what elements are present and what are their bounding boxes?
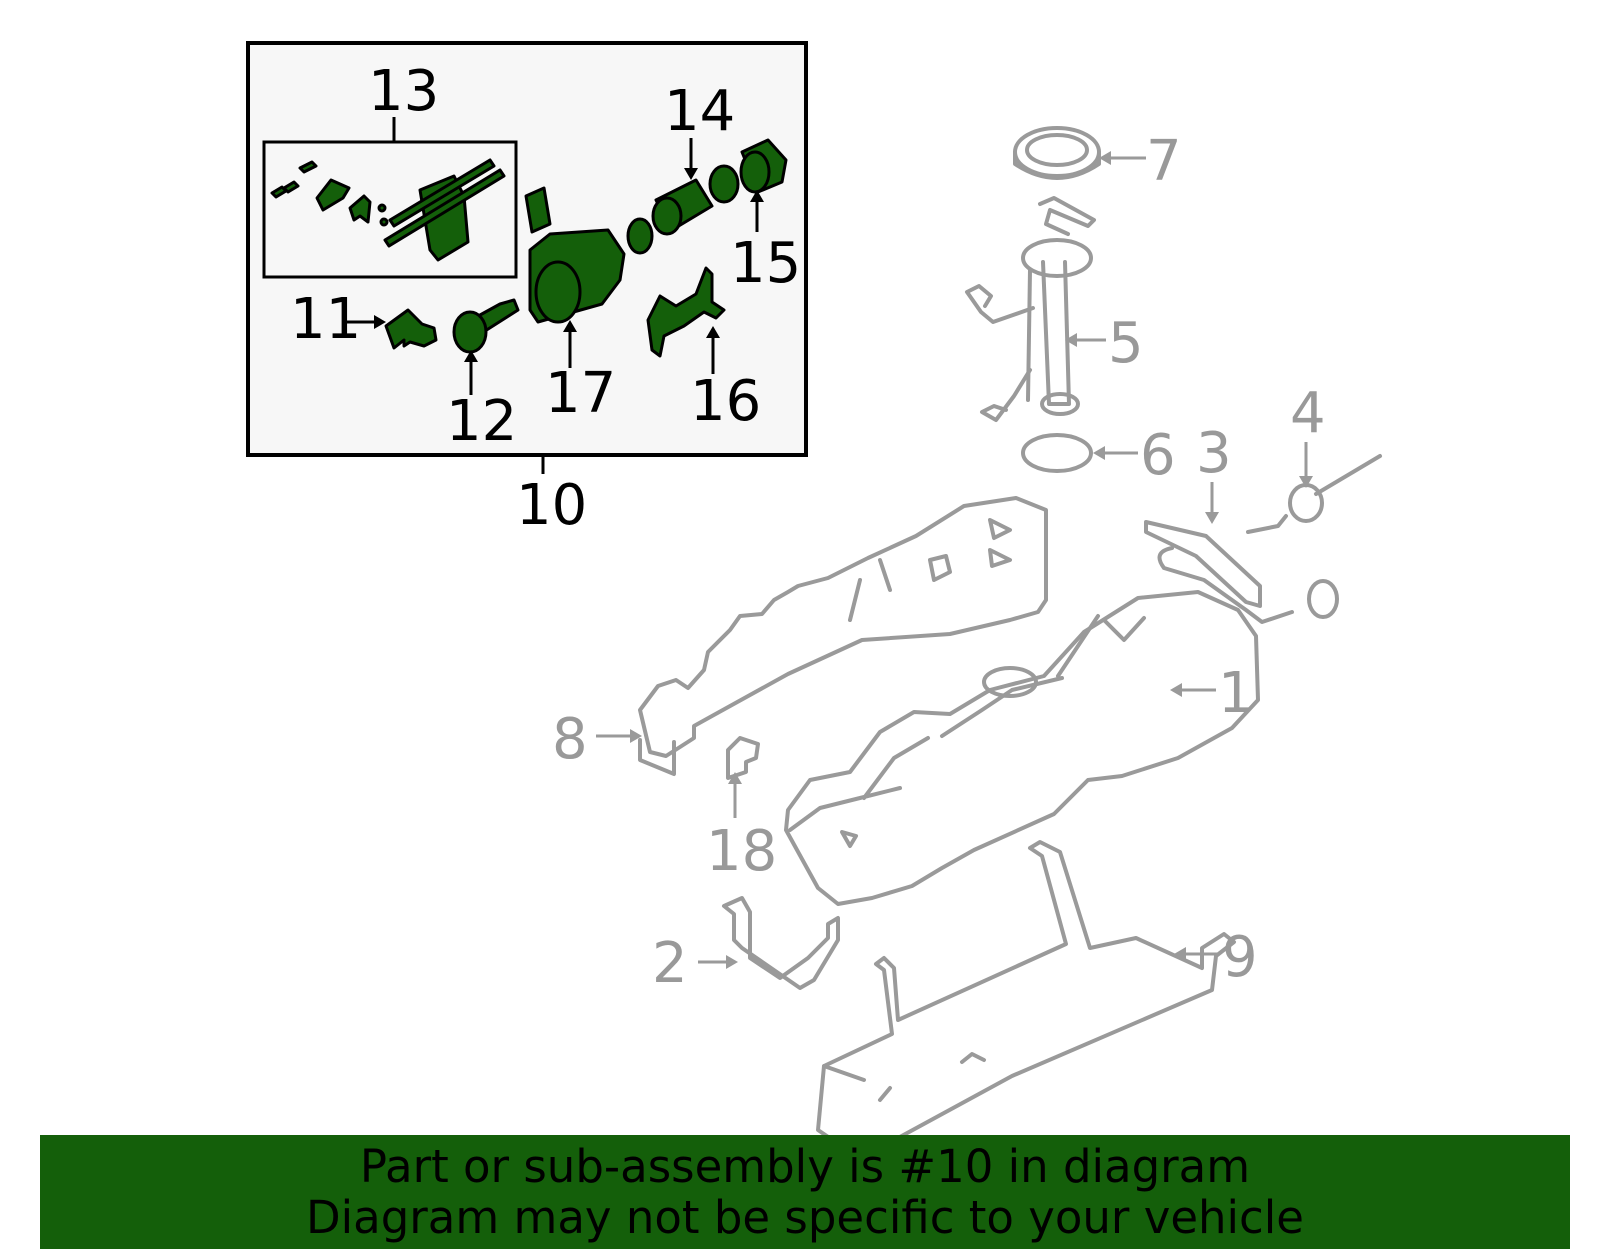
banner-line-1: Part or sub-assembly is #10 in diagram	[359, 1140, 1251, 1193]
part-11-sensor[interactable]	[384, 308, 438, 350]
callout-11: 11	[290, 287, 361, 352]
callout-1: 1	[1218, 661, 1254, 726]
banner-line-2: Diagram may not be specific to your vehi…	[306, 1191, 1304, 1244]
part-13-connector-set[interactable]	[270, 158, 506, 262]
callout-6: 6	[1140, 423, 1176, 488]
callout-4: 4	[1290, 381, 1326, 446]
callout-5: 5	[1108, 311, 1144, 376]
assembly-inset	[246, 41, 808, 474]
part-1-fuel-tank[interactable]	[784, 590, 1260, 906]
callout-12: 12	[446, 389, 517, 454]
part-14-filter[interactable]	[626, 164, 740, 255]
part-9-skid-plate[interactable]	[816, 840, 1236, 1162]
callout-9: 9	[1222, 925, 1258, 990]
callout-14: 14	[664, 79, 735, 144]
callout-17: 17	[545, 361, 616, 426]
callout-8: 8	[552, 707, 588, 772]
callout-10: 10	[516, 473, 587, 538]
part-16-bracket[interactable]	[646, 266, 726, 358]
part-3-filler-pipe[interactable]	[1144, 520, 1339, 624]
callout-3: 3	[1196, 421, 1232, 486]
part-5-sender[interactable]	[965, 196, 1096, 422]
callout-18: 18	[706, 819, 777, 884]
part-8-shield[interactable]	[638, 496, 1048, 776]
part-2-strap[interactable]	[722, 896, 840, 990]
notice-banner: Part or sub-assembly is #10 in diagram D…	[40, 1135, 1570, 1249]
part-6-gasket[interactable]	[1021, 433, 1093, 473]
part-15-cap[interactable]	[739, 138, 788, 194]
part-7-lock-ring[interactable]	[1013, 126, 1101, 180]
callout-15: 15	[730, 231, 801, 296]
callout-2: 2	[652, 931, 688, 996]
part-4-cap[interactable]	[1246, 454, 1382, 534]
callout-16: 16	[690, 369, 761, 434]
callout-7: 7	[1146, 129, 1182, 194]
part-17-pump-housing[interactable]	[524, 186, 626, 324]
callout-13: 13	[368, 59, 439, 124]
sub-assembly-13-box	[262, 140, 518, 279]
part-18-clip[interactable]	[726, 736, 760, 780]
inset-arrows	[343, 138, 764, 395]
